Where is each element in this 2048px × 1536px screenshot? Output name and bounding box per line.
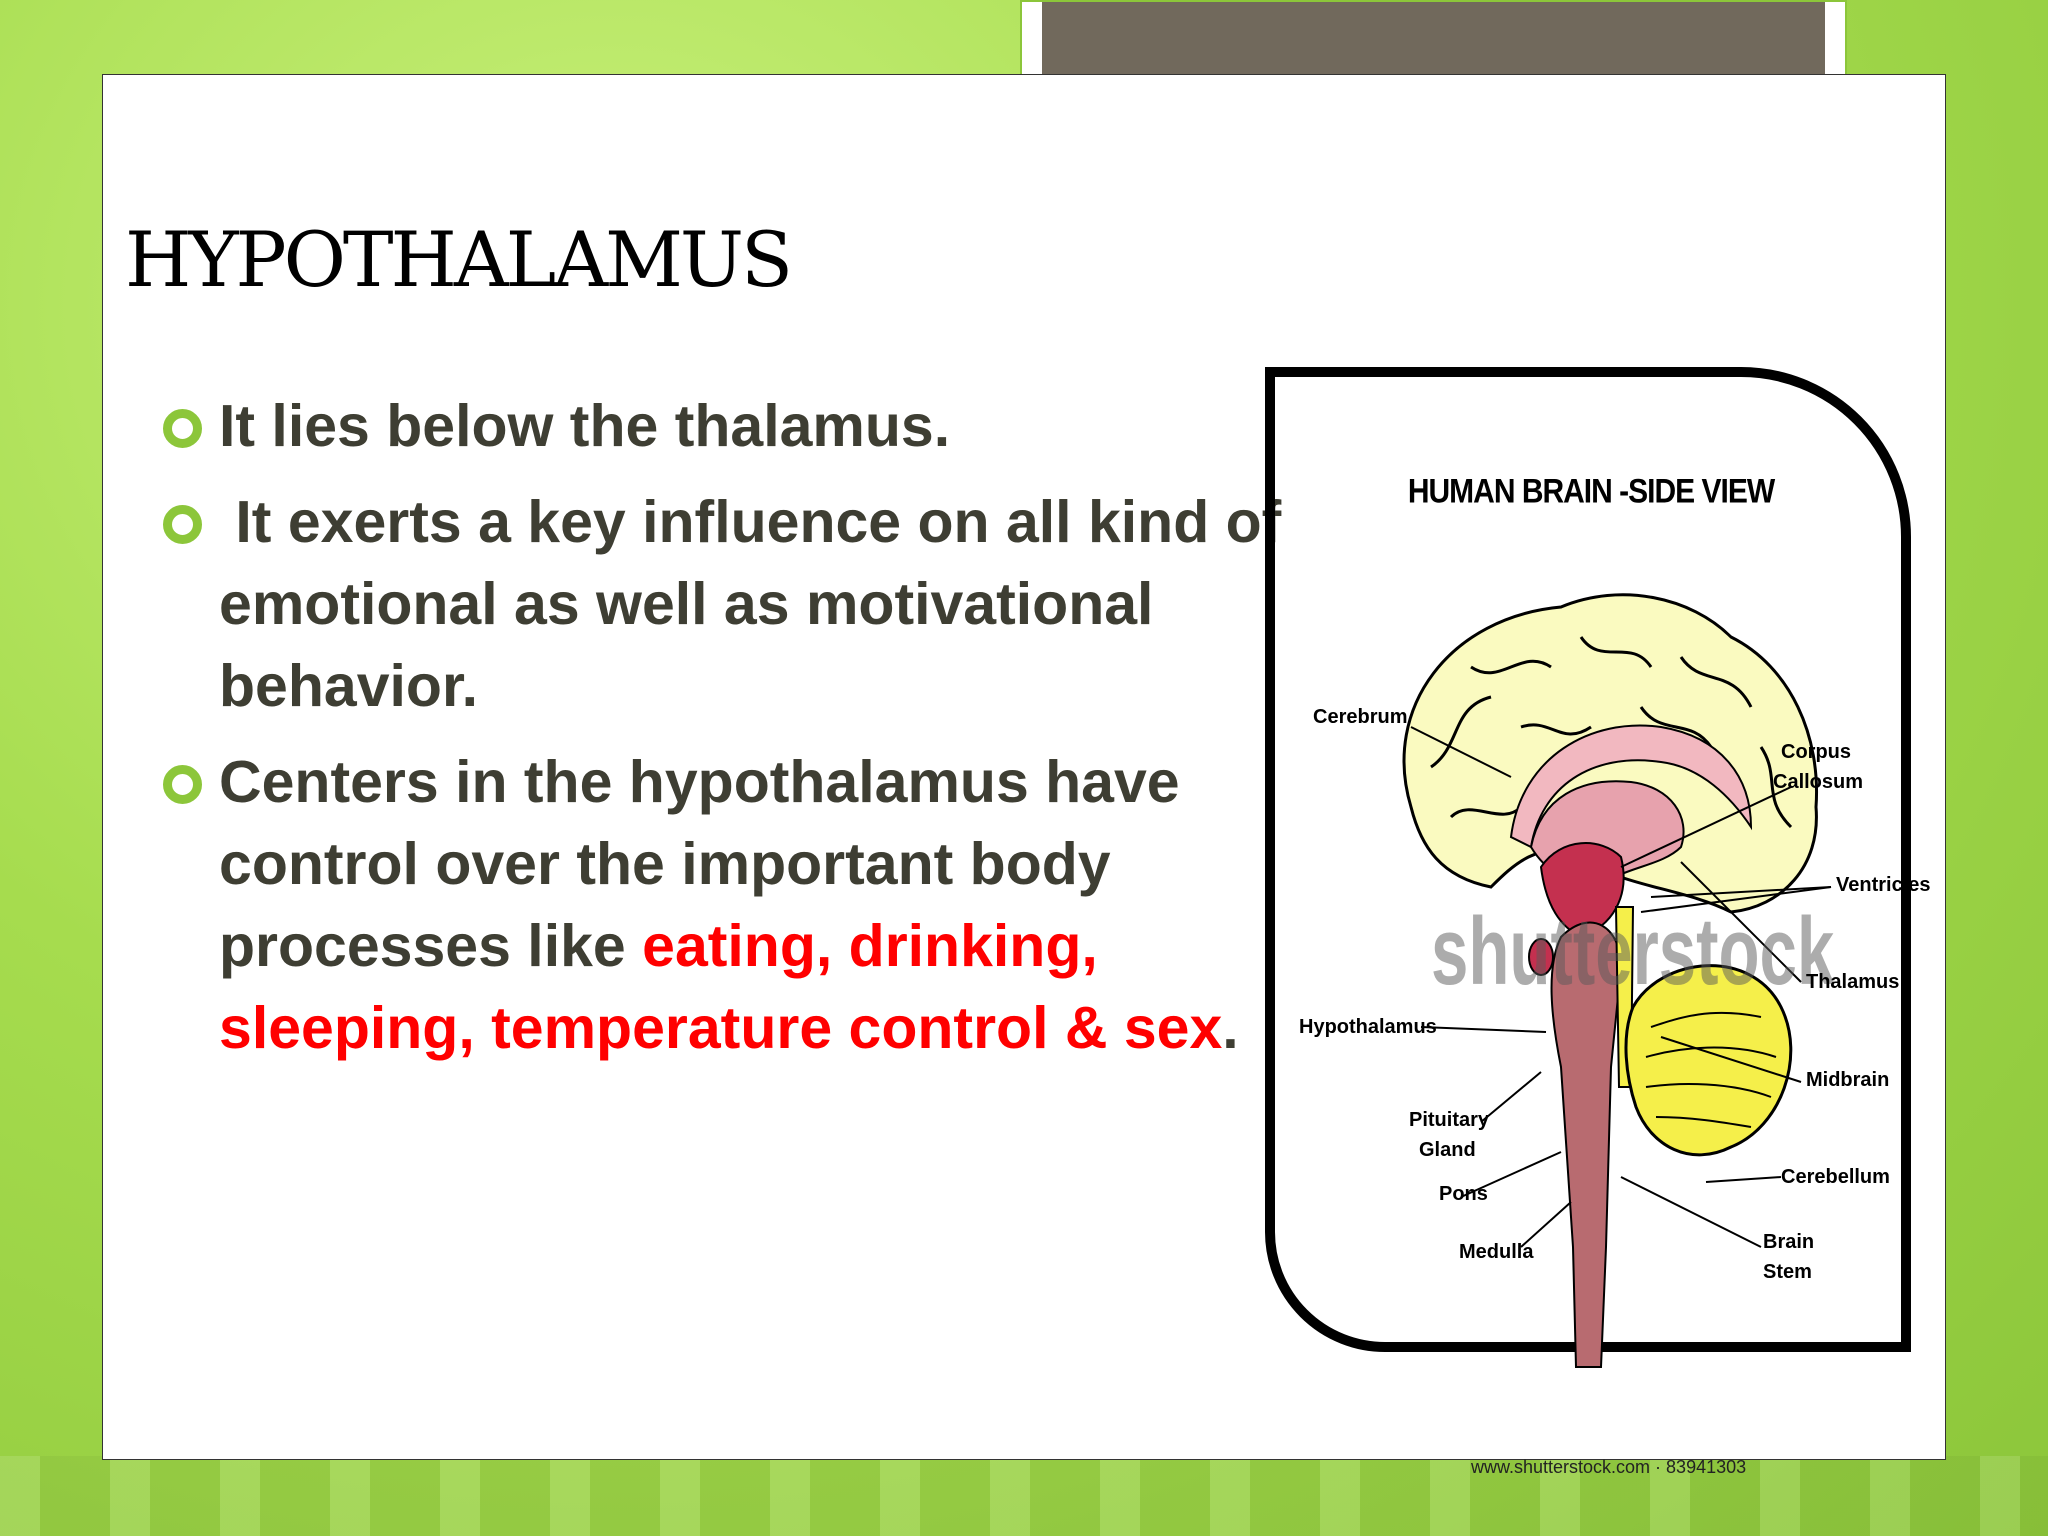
bullet-ring-icon <box>163 505 202 544</box>
bullet-text: It exerts a key influence on all kind of… <box>219 489 1298 719</box>
cerebellum-folds <box>1645 1011 1777 1128</box>
brain-stem-shape <box>1550 921 1623 1368</box>
image-credit: www.shutterstock.com · 83941303 <box>1471 1457 1747 1477</box>
label-thalamus: Thalamus <box>1806 971 1900 993</box>
gyri-lines <box>1430 636 1793 829</box>
bullet-item: It lies below the thalamus. <box>163 385 1283 467</box>
label-corpus: Corpus <box>1781 741 1851 763</box>
label-callosum: Callosum <box>1773 771 1864 793</box>
hypothalamus-shape <box>1539 842 1625 939</box>
background-stripes <box>0 1456 2048 1536</box>
slide-panel: HYPOTHALAMUS It lies below the thalamus.… <box>102 74 1946 1477</box>
bullet-item: It exerts a key influence on all kind of… <box>163 481 1283 727</box>
slide-title: HYPOTHALAMUS <box>125 215 793 304</box>
label-medulla: Medulla <box>1459 1241 1534 1263</box>
bullet-item: Centers in the hypothalamus have control… <box>163 741 1283 1069</box>
corpus-callosum-shape <box>1509 724 1753 849</box>
label-pons: Pons <box>1439 1183 1488 1205</box>
brain-diagram: HUMAN BRAIN -SIDE VIEW <box>1261 367 1931 1477</box>
diagram-title: HUMAN BRAIN -SIDE VIEW <box>1407 472 1775 511</box>
label-cerebellum: Cerebellum <box>1781 1166 1890 1188</box>
label-hypothalamus: Hypothalamus <box>1299 1016 1437 1038</box>
bullet-list: It lies below the thalamus. It exerts a … <box>163 385 1283 1083</box>
label-ventricles: Ventricles <box>1836 874 1931 896</box>
label-pituitary: Pituitary <box>1409 1109 1490 1131</box>
pituitary-gland-shape <box>1528 938 1554 976</box>
brain-illustration <box>1402 593 1832 1368</box>
bullet-end-period: . <box>1222 995 1239 1061</box>
bullet-text: Centers in the hypothalamus have control… <box>219 749 1180 979</box>
label-midbrain: Midbrain <box>1806 1069 1890 1091</box>
bullet-text: It lies below the thalamus. <box>219 393 951 459</box>
label-brain: Brain <box>1763 1231 1815 1253</box>
label-cerebrum: Cerebrum <box>1313 706 1408 728</box>
cerebellum-shape <box>1624 964 1793 1157</box>
label-gland: Gland <box>1419 1139 1476 1161</box>
label-stem: Stem <box>1763 1261 1812 1283</box>
bullet-ring-icon <box>163 409 202 448</box>
watermark-text: shutterstock <box>1431 898 1835 1005</box>
label-pointers <box>1410 726 1832 1248</box>
highlighted-text: eating, drinking, sleeping, temperature … <box>219 913 1223 1061</box>
bullet-ring-icon <box>163 765 202 804</box>
